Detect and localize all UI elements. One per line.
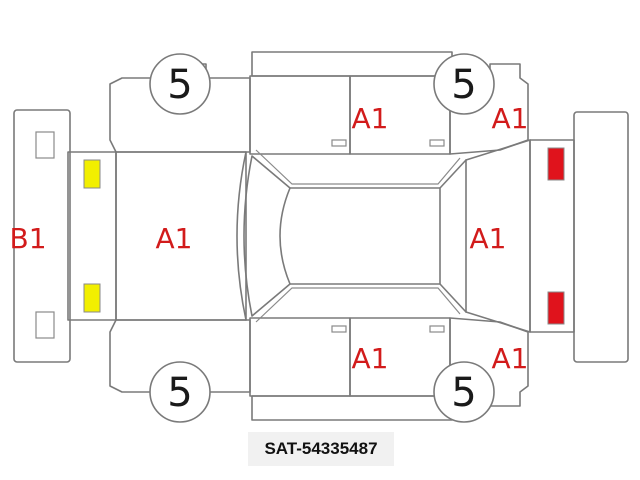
front-right-lamp [83, 283, 101, 313]
code-front-door-lower: A1 [352, 342, 389, 375]
tire-rear-left: 5 [149, 361, 211, 423]
code-quarter-lower: A1 [492, 342, 529, 375]
cabin [236, 139, 531, 333]
tire-front-right-label: 5 [451, 62, 476, 108]
stock-number-label: SAT-54335487 [248, 432, 394, 466]
tire-front-left-label: 5 [167, 62, 192, 108]
tire-rear-right: 5 [433, 361, 495, 423]
code-tailgate: A1 [470, 222, 507, 255]
code-rear-bumper: B1 [9, 222, 46, 255]
code-front-door-upper: A1 [352, 102, 389, 135]
front-left-lamp [83, 159, 101, 189]
tire-rear-left-label: 5 [167, 370, 192, 416]
code-hood: A1 [156, 222, 193, 255]
tire-front-right: 5 [433, 53, 495, 115]
front-bumper [13, 109, 71, 363]
code-quarter-upper: A1 [492, 102, 529, 135]
tire-front-left: 5 [149, 53, 211, 115]
rear-right-lamp [547, 291, 565, 325]
tire-rear-right-label: 5 [451, 370, 476, 416]
rear-bumper [573, 111, 629, 363]
rear-left-lamp [547, 147, 565, 181]
